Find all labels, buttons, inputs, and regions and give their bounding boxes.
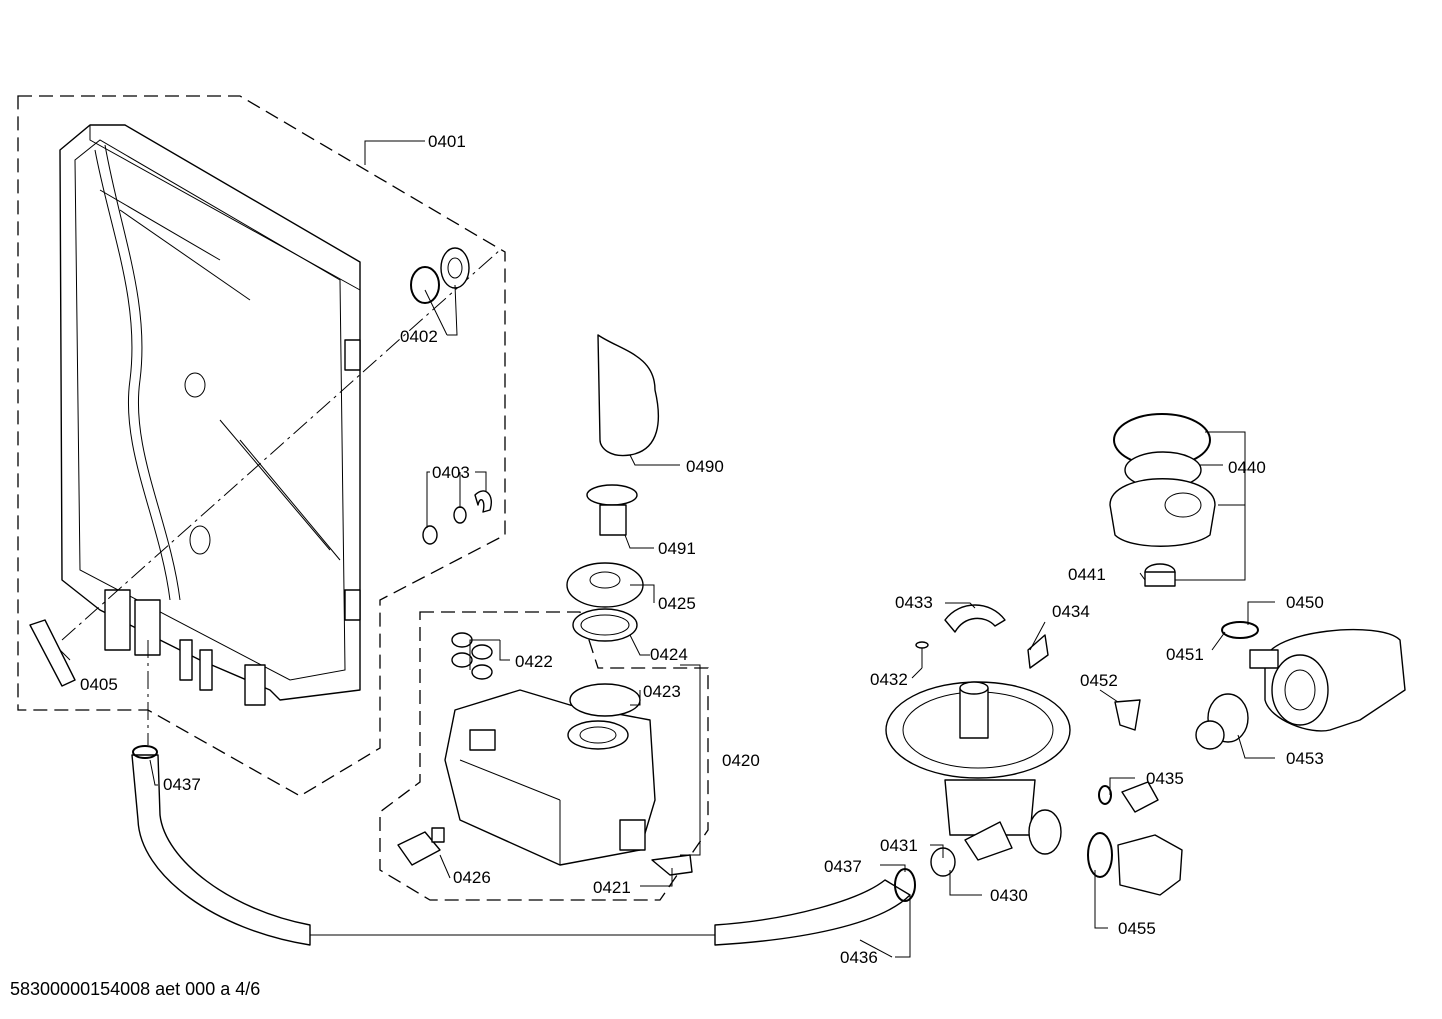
cone-part bbox=[586, 484, 638, 536]
label-0434: 0434 bbox=[1052, 602, 1090, 621]
flow-sensor bbox=[397, 827, 445, 866]
label-0421: 0421 bbox=[593, 878, 631, 897]
label-0402: 0402 bbox=[400, 327, 438, 346]
label-0422: 0422 bbox=[515, 652, 553, 671]
label-0433: 0433 bbox=[895, 593, 933, 612]
label-0401: 0401 bbox=[428, 132, 466, 151]
label-0420: 0420 bbox=[722, 751, 760, 770]
door-seal-rings bbox=[410, 247, 470, 304]
label-0451: 0451 bbox=[1166, 645, 1204, 664]
leader-lines bbox=[59, 140, 1275, 958]
drawing-reference-footer: 58300000154008 aet 000 a 4/6 bbox=[10, 979, 261, 999]
label-0450: 0450 bbox=[1286, 593, 1324, 612]
label-0426: 0426 bbox=[453, 868, 491, 887]
label-0491: 0491 bbox=[658, 539, 696, 558]
label-0430: 0430 bbox=[990, 886, 1028, 905]
dosing-cap bbox=[566, 562, 644, 642]
small-fittings bbox=[422, 490, 492, 545]
door-inner-panel bbox=[59, 124, 501, 706]
door-latch-part bbox=[29, 619, 76, 687]
grommets bbox=[451, 632, 493, 680]
door-group-boundary bbox=[17, 95, 506, 797]
clip-part bbox=[651, 854, 693, 876]
drain-hose-right bbox=[714, 868, 916, 946]
label-0437-left: 0437 bbox=[163, 775, 201, 794]
label-0437-right: 0437 bbox=[824, 857, 862, 876]
funnel-part bbox=[597, 334, 660, 457]
label-0403: 0403 bbox=[432, 463, 470, 482]
label-0490: 0490 bbox=[686, 457, 724, 476]
pump-inlet-adapter bbox=[1195, 693, 1249, 750]
label-0435: 0435 bbox=[1146, 769, 1184, 788]
label-0405: 0405 bbox=[80, 675, 118, 694]
small-lever bbox=[1114, 699, 1141, 731]
label-0431: 0431 bbox=[880, 836, 918, 855]
label-0423: 0423 bbox=[643, 682, 681, 701]
dosing-group-boundary bbox=[379, 611, 709, 901]
label-0424: 0424 bbox=[650, 645, 688, 664]
label-0440: 0440 bbox=[1228, 458, 1266, 477]
label-0453: 0453 bbox=[1286, 749, 1324, 768]
label-0436: 0436 bbox=[840, 948, 878, 967]
small-impeller bbox=[1144, 563, 1176, 587]
label-0441: 0441 bbox=[1068, 565, 1106, 584]
circulation-pump bbox=[1221, 621, 1406, 732]
drain-pump-small bbox=[1098, 781, 1159, 813]
label-0432: 0432 bbox=[870, 670, 908, 689]
drain-pump bbox=[1087, 832, 1183, 896]
label-0455: 0455 bbox=[1118, 919, 1156, 938]
screw-part bbox=[915, 641, 929, 668]
label-0425: 0425 bbox=[658, 594, 696, 613]
label-0452: 0452 bbox=[1080, 671, 1118, 690]
arc-bracket bbox=[944, 604, 1006, 633]
sump-assembly bbox=[885, 681, 1071, 861]
pump-housing-top bbox=[1109, 413, 1216, 547]
dosing-unit bbox=[444, 683, 656, 866]
clamp-part bbox=[1027, 634, 1049, 669]
